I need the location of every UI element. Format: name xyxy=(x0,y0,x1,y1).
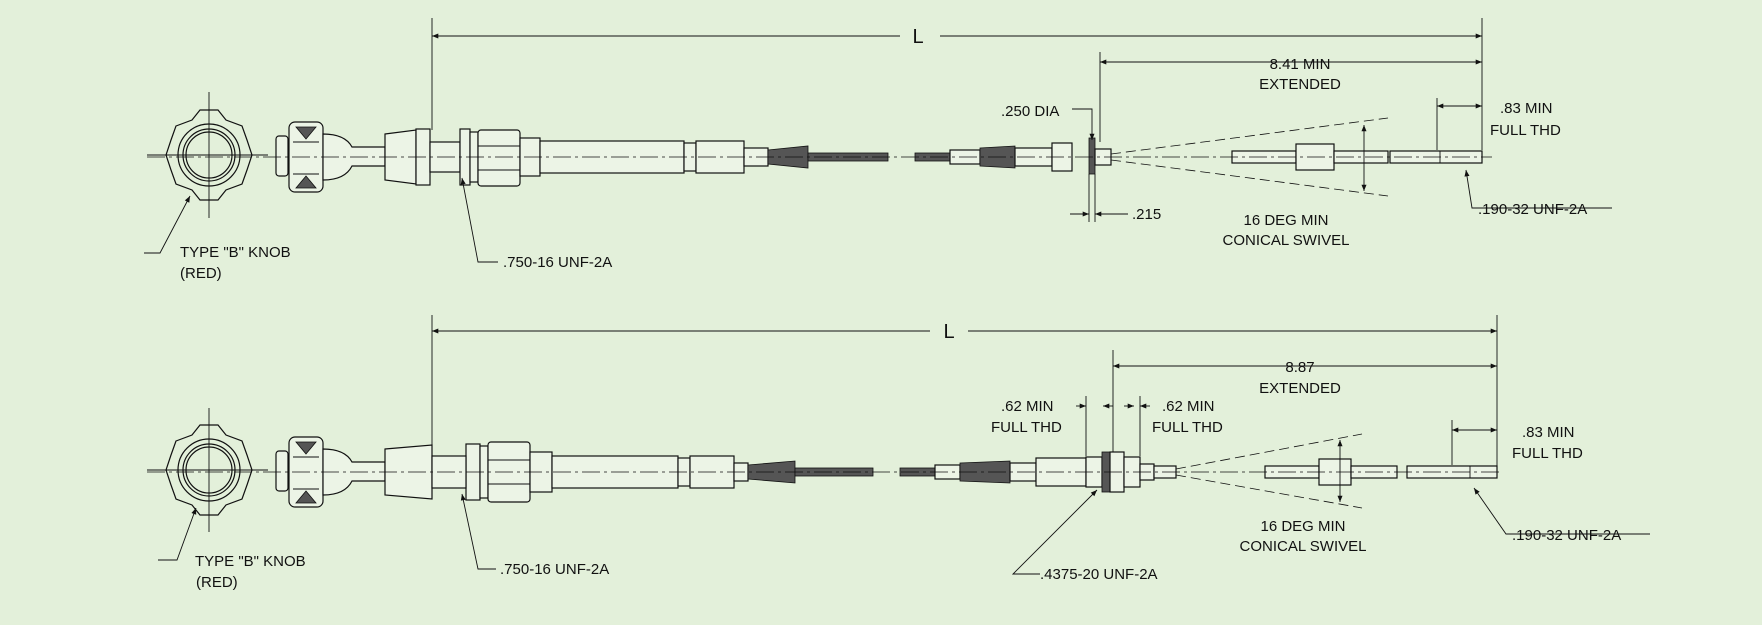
top-bulkhead xyxy=(384,128,541,187)
bottom-swivel-callout: 16 DEG MIN CONICAL SWIVEL xyxy=(1240,440,1367,555)
top-knob-callout: TYPE "B" KNOB (RED) xyxy=(144,195,291,282)
bottom-knob-callout: TYPE "B" KNOB (RED) xyxy=(158,507,306,591)
top-end-thread-callout: .190-32 UNF-2A xyxy=(1464,169,1612,218)
bottom-bulkhead-thread-callout: .750-16 UNF-2A xyxy=(460,493,609,578)
top-swivel xyxy=(1088,117,1389,197)
top-extended-label: EXTENDED xyxy=(1259,76,1341,93)
bottom-assembly: L 8.87 EXTENDED .62 MIN FULL THD .62 MIN… xyxy=(147,315,1650,591)
top-length-dimension: L xyxy=(431,18,1483,150)
bottom-extended-label: EXTENDED xyxy=(1259,380,1341,397)
bottom-left-thread-min: .62 MIN xyxy=(1001,398,1054,415)
top-knob-end-view xyxy=(147,92,268,218)
bottom-left-thread-dimension: .62 MIN FULL THD xyxy=(991,396,1113,456)
top-knob-color: (RED) xyxy=(180,265,222,282)
bottom-length-dimension: L xyxy=(431,315,1498,466)
bottom-extended-value: 8.87 xyxy=(1285,359,1314,376)
top-swivel-line1: 16 DEG MIN xyxy=(1243,212,1328,229)
top-bulkhead-thread-callout: .750-16 UNF-2A xyxy=(460,177,612,271)
bottom-mid-thread-callout: .4375-20 UNF-2A xyxy=(1011,489,1158,583)
top-swivel-callout: 16 DEG MIN CONICAL SWIVEL xyxy=(1223,124,1367,249)
top-small-dimension-value: .215 xyxy=(1132,206,1161,223)
bottom-left-thread-full: FULL THD xyxy=(991,419,1062,436)
bottom-end-thread-min: .83 MIN xyxy=(1522,424,1575,441)
bottom-knob-color: (RED) xyxy=(196,574,238,591)
bottom-swivel xyxy=(1175,433,1363,509)
bottom-swivel-line1: 16 DEG MIN xyxy=(1260,518,1345,535)
bottom-knob-end-view xyxy=(147,408,268,532)
top-knob-label: TYPE "B" KNOB xyxy=(180,244,291,261)
top-rod xyxy=(1231,143,1483,171)
top-length-label: L xyxy=(912,26,923,48)
bottom-knob-label: TYPE "B" KNOB xyxy=(195,553,306,570)
bottom-bulkhead-thread-label: .750-16 UNF-2A xyxy=(500,561,609,578)
bottom-right-thread-dimension: .62 MIN FULL THD xyxy=(1124,396,1223,456)
bottom-extended-dimension: 8.87 EXTENDED xyxy=(1112,350,1497,452)
bottom-right-thread-min: .62 MIN xyxy=(1162,398,1215,415)
bottom-end-thread-label: .190-32 UNF-2A xyxy=(1512,527,1621,544)
top-swivel-line2: CONICAL SWIVEL xyxy=(1223,232,1350,249)
top-end-thread-dimension: .83 MIN FULL THD xyxy=(1436,98,1561,150)
top-dia-label: .250 DIA xyxy=(1001,103,1059,120)
top-extended-value: 8.41 MIN xyxy=(1270,56,1331,73)
bottom-length-label: L xyxy=(943,321,954,343)
bottom-end-thread-dimension: .83 MIN FULL THD xyxy=(1451,420,1583,465)
bottom-mid-thread-label: .4375-20 UNF-2A xyxy=(1040,566,1158,583)
top-extended-dimension: 8.41 MIN EXTENDED xyxy=(1099,52,1482,142)
top-assembly: L 8.41 MIN EXTENDED .250 DIA .215 .83 MI… xyxy=(144,18,1612,282)
bottom-swivel-line2: CONICAL SWIVEL xyxy=(1240,538,1367,555)
bottom-end-thread-full: FULL THD xyxy=(1512,445,1583,462)
top-end-thread-full: FULL THD xyxy=(1490,122,1561,139)
bottom-end-thread-callout: .190-32 UNF-2A xyxy=(1473,487,1650,544)
top-end-thread-label: .190-32 UNF-2A xyxy=(1478,201,1587,218)
top-dia-callout: .250 DIA xyxy=(1001,103,1095,141)
top-small-dimension: .215 xyxy=(1070,174,1161,223)
top-bulkhead-thread-label: .750-16 UNF-2A xyxy=(503,254,612,271)
top-end-thread-min: .83 MIN xyxy=(1500,100,1553,117)
bottom-right-thread-full: FULL THD xyxy=(1152,419,1223,436)
